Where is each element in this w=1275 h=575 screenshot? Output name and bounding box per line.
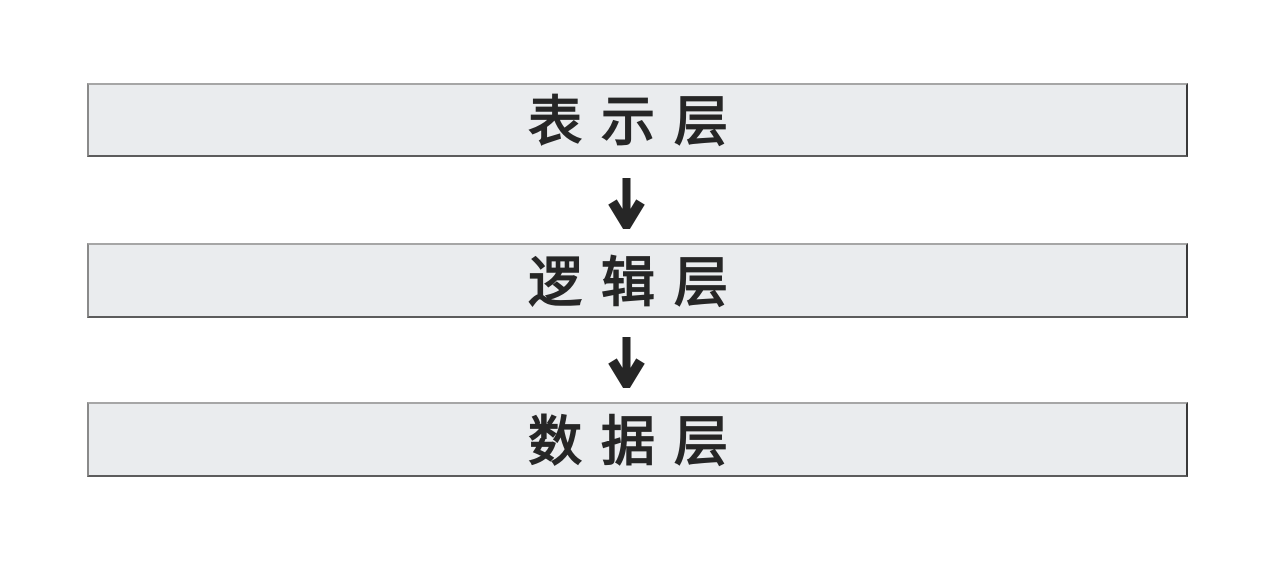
layer-label-presentation: 表示层 — [528, 92, 747, 152]
down-arrow-icon — [608, 336, 645, 388]
layer-label-logic: 逻辑层 — [528, 252, 747, 313]
down-arrow-icon — [608, 177, 645, 229]
layer-box-logic: 逻辑层 — [87, 243, 1188, 318]
layer-label-data: 数据层 — [528, 411, 747, 472]
layer-box-presentation: 表示层 — [87, 83, 1188, 157]
layer-box-data: 数据层 — [87, 402, 1188, 477]
